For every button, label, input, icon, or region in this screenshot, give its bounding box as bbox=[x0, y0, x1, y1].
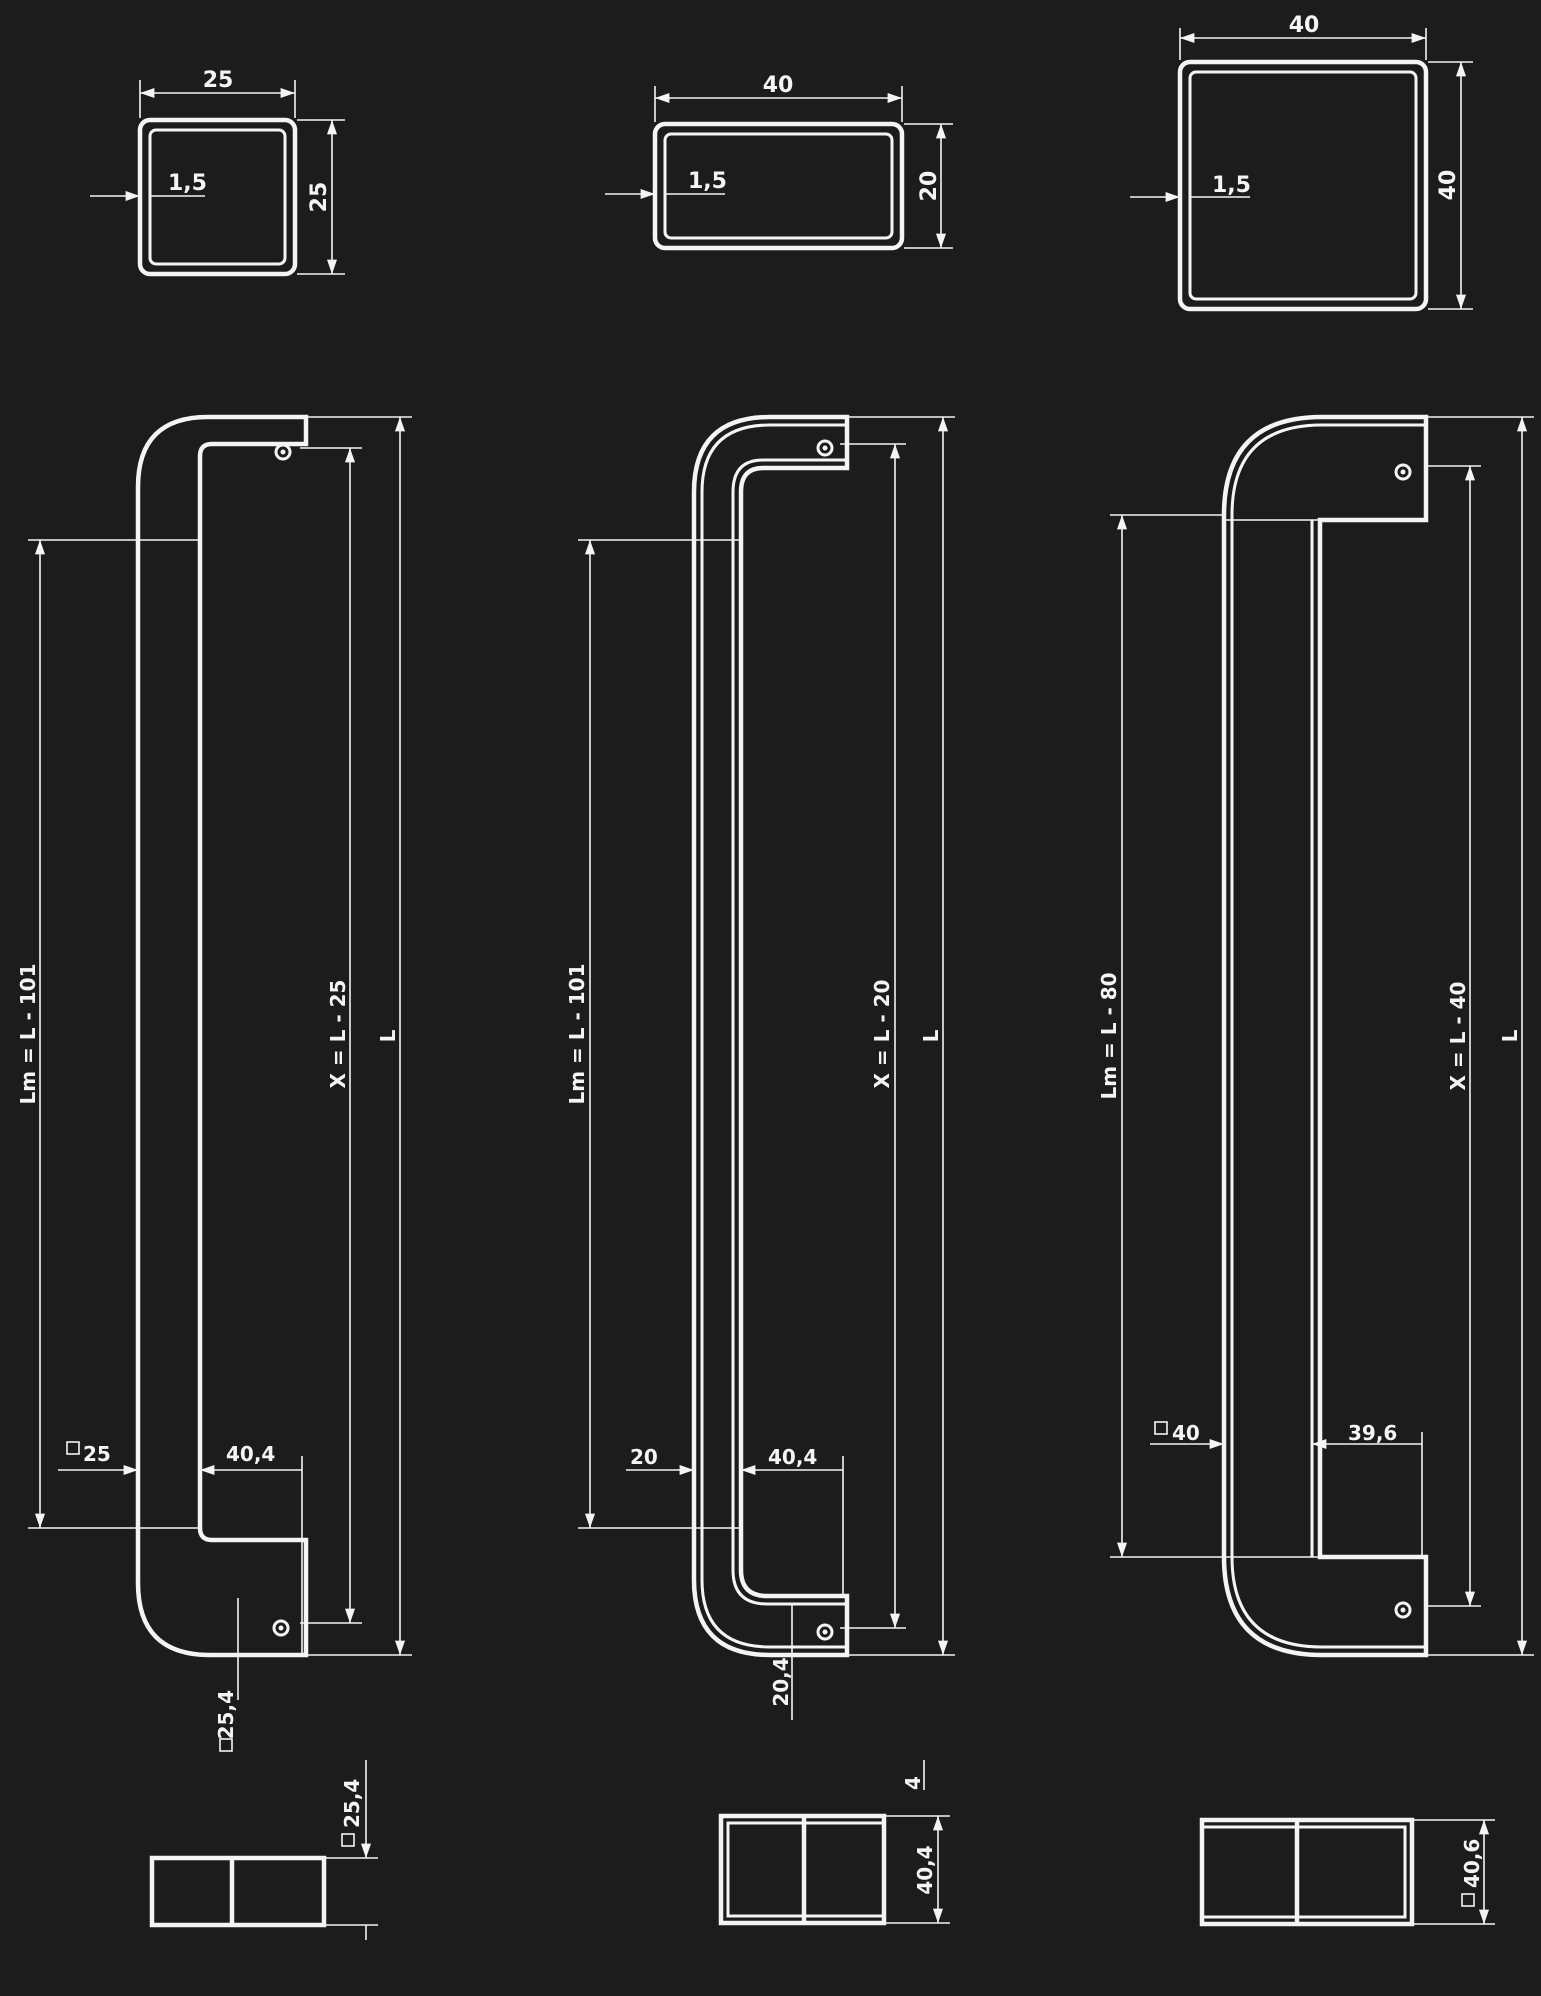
x-label: X = L - 25 bbox=[326, 980, 350, 1089]
handle-side-view-3: Lm = L - 80 X = L - 40 L 40 39,6 bbox=[1097, 414, 1534, 1658]
lm-label: Lm = L - 101 bbox=[565, 964, 589, 1105]
profile-40x20: 40 20 1,5 bbox=[605, 73, 953, 251]
profile-wall-label: 1,5 bbox=[688, 169, 727, 194]
offset-label: 39,6 bbox=[1348, 1421, 1397, 1445]
profile-width-label: 40 bbox=[1289, 13, 1320, 38]
end-section-label: 20,4 bbox=[769, 1657, 793, 1706]
handle-side-view-2: Lm = L - 101 X = L - 20 L 20 40,4 20,4 bbox=[565, 414, 955, 1720]
profile-40x40: 40 40 1,5 bbox=[1130, 13, 1473, 312]
profile-wall-label: 1,5 bbox=[168, 171, 207, 196]
end-view-height-label: 25,4 bbox=[340, 1779, 364, 1828]
l-label: L bbox=[376, 1029, 400, 1042]
profile-width-label: 40 bbox=[763, 73, 794, 98]
handle-side-view-1: Lm = L - 101 X = L - 25 L 25 40,4 25,4 bbox=[16, 414, 412, 1752]
lm-label: Lm = L - 80 bbox=[1097, 972, 1121, 1099]
profile-25x25: 25 25 1,5 bbox=[90, 68, 345, 277]
section-label: 40 bbox=[1172, 1421, 1200, 1445]
profile-width-label: 25 bbox=[203, 68, 234, 93]
l-label: L bbox=[919, 1029, 943, 1042]
offset-label: 40,4 bbox=[226, 1442, 275, 1466]
section-label: 25 bbox=[83, 1442, 111, 1466]
profile-height-label: 20 bbox=[917, 171, 942, 202]
x-label: X = L - 20 bbox=[870, 980, 894, 1089]
profile-wall-label: 1,5 bbox=[1212, 173, 1251, 198]
l-label: L bbox=[1498, 1029, 1522, 1042]
profile-height-label: 40 bbox=[1436, 170, 1461, 201]
section-label: 20 bbox=[630, 1445, 658, 1469]
end-view-1: 25,4 bbox=[149, 1760, 378, 1940]
x-label: X = L - 40 bbox=[1446, 982, 1470, 1091]
end-view-height-label: 40,6 bbox=[1460, 1839, 1484, 1888]
profile-height-label: 25 bbox=[307, 182, 332, 213]
end-view-2: 4 40,4 bbox=[718, 1760, 950, 1926]
end-view-height-label: 40,4 bbox=[913, 1845, 937, 1894]
end-section-label: 25,4 bbox=[214, 1690, 238, 1739]
end-view-3: 40,6 bbox=[1199, 1817, 1495, 1927]
offset-label: 40,4 bbox=[768, 1445, 817, 1469]
end-view-top-label: 4 bbox=[901, 1776, 925, 1790]
lm-label: Lm = L - 101 bbox=[16, 964, 40, 1105]
